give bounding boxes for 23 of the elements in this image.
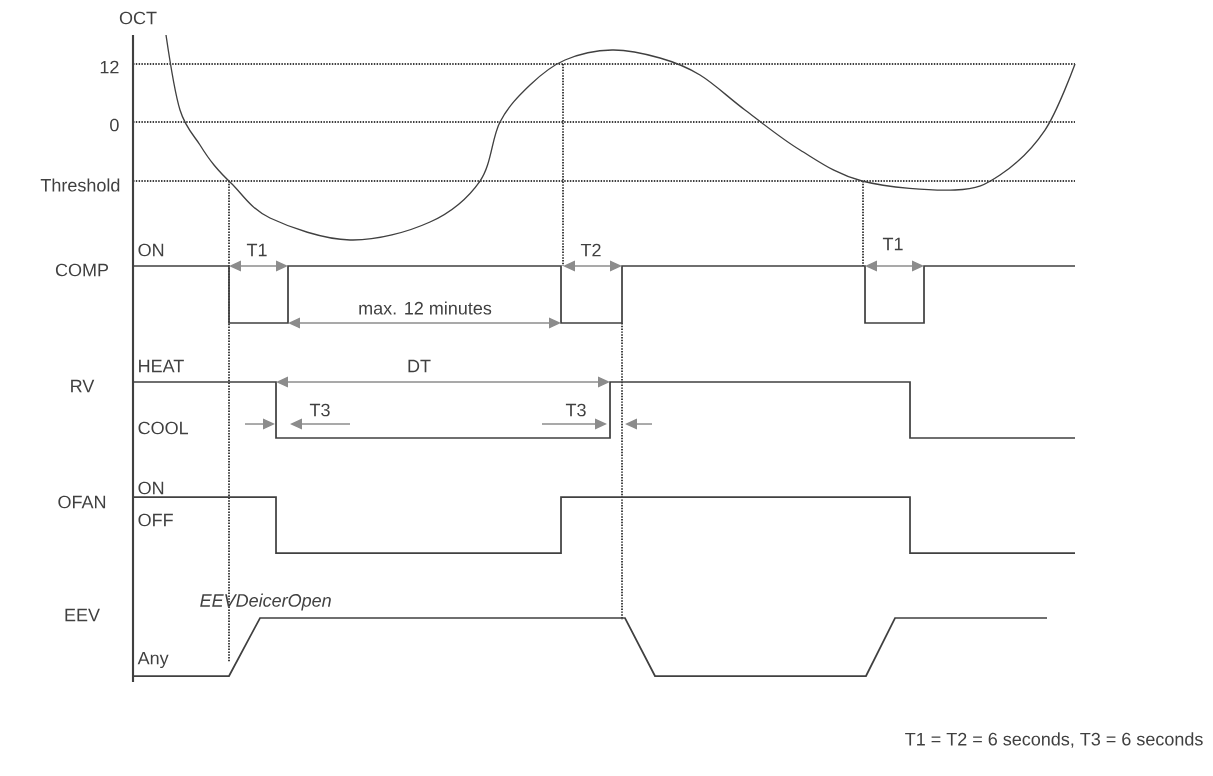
level-label: HEAT xyxy=(139,359,184,373)
time-label: T2 xyxy=(580,243,601,257)
level-label: EEVDeicerOpen xyxy=(200,593,331,611)
signal-name: OFAN xyxy=(58,495,106,509)
time-label: T1 xyxy=(882,237,903,251)
signal-name: COMP xyxy=(55,263,109,277)
level-label: 0 xyxy=(110,118,119,132)
time-label: max. 12 minutes xyxy=(359,301,492,315)
level-label: 12 xyxy=(100,60,119,74)
time-label: T1 xyxy=(246,243,267,257)
caption: T1 = T2 = 6 seconds, T3 = 6 seconds xyxy=(905,732,1203,748)
level-label: ON xyxy=(138,481,164,495)
level-label: COOL xyxy=(138,421,188,435)
level-label: ON xyxy=(138,243,164,257)
time-label: DT xyxy=(408,359,431,373)
time-label: T3 xyxy=(565,403,586,417)
time-label: T3 xyxy=(309,403,330,417)
signal-name: EEV xyxy=(65,608,100,622)
signal-name: RV xyxy=(71,379,95,393)
axis-label: OCT xyxy=(119,11,157,25)
level-label: Any xyxy=(137,651,169,669)
level-label: OFF xyxy=(138,513,173,527)
level-label: Threshold xyxy=(40,178,120,192)
